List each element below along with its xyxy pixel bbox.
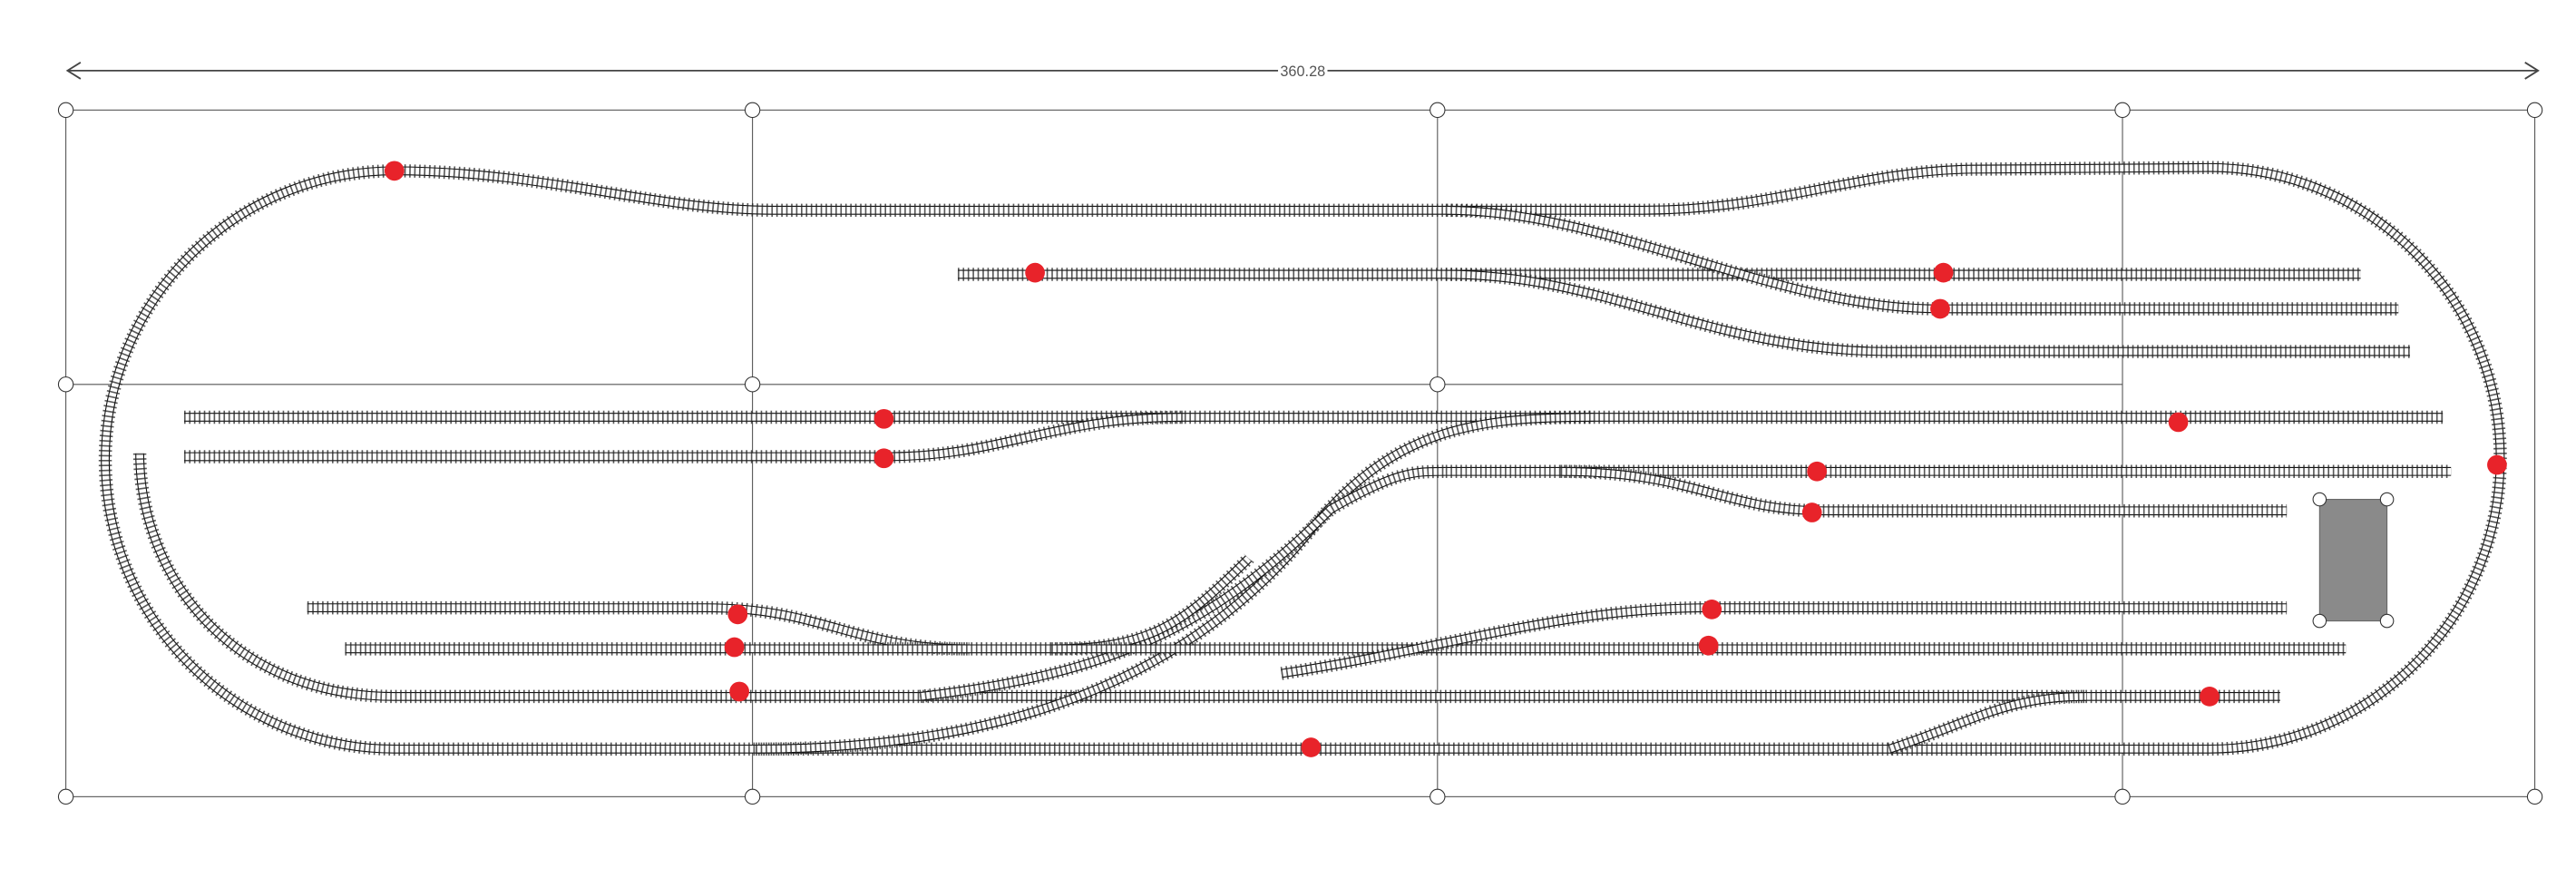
track-segment[interactable] — [1280, 600, 2288, 680]
dimension-line: 360.28 — [65, 61, 2540, 81]
grid-node-circle — [57, 102, 74, 119]
signal-marker[interactable] — [1930, 298, 1950, 319]
track-segment[interactable] — [919, 464, 1446, 704]
grid-node-circle — [1429, 376, 1446, 393]
track-segment[interactable] — [183, 410, 1184, 463]
signal-marker[interactable] — [1301, 737, 1322, 757]
signal-marker[interactable] — [873, 448, 894, 469]
grid-node-circle — [744, 788, 761, 805]
grid-node-circle — [1429, 788, 1446, 805]
grid-node-circle — [2114, 102, 2131, 119]
track-segment[interactable] — [1445, 268, 2410, 358]
signal-marker[interactable] — [729, 681, 749, 702]
signal-marker[interactable] — [1025, 262, 1045, 283]
grid-node-circle — [744, 102, 761, 119]
grid-nodes — [57, 102, 2543, 805]
grid-node-circle — [2379, 613, 2395, 629]
grid-node-circle — [2312, 613, 2327, 629]
grid-node-circle — [57, 376, 74, 393]
grid-node-circle — [2526, 102, 2543, 119]
grid-node-circle — [1429, 102, 1446, 119]
signal-marker[interactable] — [1807, 461, 1828, 482]
signal-marker[interactable] — [724, 637, 745, 658]
grid-node-circle — [744, 376, 761, 393]
signal-marker[interactable] — [1702, 600, 1722, 619]
signal-marker[interactable] — [1801, 502, 1822, 522]
track-segment[interactable] — [132, 453, 2280, 704]
grid-node-circle — [57, 788, 74, 805]
signal-marker[interactable] — [2168, 412, 2189, 433]
grid-node-circle — [2526, 788, 2543, 805]
grid-node-circle — [2379, 492, 2395, 507]
signal-marker[interactable] — [1933, 262, 1954, 283]
tracks — [98, 161, 2507, 756]
building-block[interactable] — [2318, 499, 2388, 622]
markers — [384, 161, 2507, 757]
track-segment[interactable] — [1560, 464, 2288, 518]
signal-marker[interactable] — [873, 408, 894, 429]
track-segment[interactable] — [98, 161, 2507, 756]
track-segment[interactable] — [1445, 203, 2399, 316]
track-segment[interactable] — [1887, 689, 2087, 756]
signal-marker[interactable] — [384, 161, 405, 181]
signal-marker[interactable] — [2487, 454, 2507, 475]
signal-marker[interactable] — [727, 604, 748, 625]
track-segment[interactable] — [307, 600, 970, 656]
grid-node-circle — [2114, 788, 2131, 805]
signal-marker[interactable] — [2200, 687, 2220, 707]
track-segment[interactable] — [756, 410, 1594, 756]
dimension-label: 360.28 — [1280, 63, 1325, 80]
grid-node-circle — [2312, 492, 2327, 507]
signal-marker[interactable] — [1698, 635, 1719, 656]
